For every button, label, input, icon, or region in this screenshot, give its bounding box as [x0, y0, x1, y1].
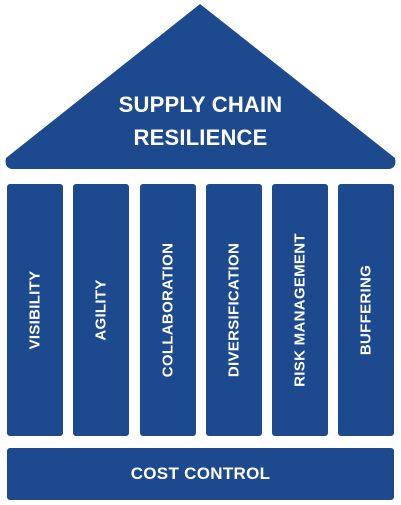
pillar-label: BUFFERING: [357, 264, 375, 356]
base-foundation: COST CONTROL: [7, 448, 394, 500]
pillar-agility: AGILITY: [73, 184, 129, 436]
pillar-buffering: BUFFERING: [338, 184, 394, 436]
roof-title-line-1: SUPPLY CHAIN: [118, 92, 283, 117]
pillar-label: VISIBILITY: [26, 270, 44, 350]
pillar-diversification: DIVERSIFICATION: [206, 184, 262, 436]
roof-title-line-2: RESILIENCE: [133, 125, 268, 150]
base-label: COST CONTROL: [130, 464, 271, 483]
pillar-label: RISK MANAGEMENT: [291, 233, 309, 387]
roof-title: SUPPLY CHAIN RESILIENCE: [60, 88, 341, 154]
pillar-label: AGILITY: [92, 279, 110, 341]
pillar-label: DIVERSIFICATION: [225, 242, 243, 378]
pillar-risk-management: RISK MANAGEMENT: [272, 184, 328, 436]
pillar-label: COLLABORATION: [159, 242, 177, 378]
pillar-collaboration: COLLABORATION: [140, 184, 196, 436]
pillar-visibility: VISIBILITY: [7, 184, 63, 436]
roof: [5, 4, 396, 169]
